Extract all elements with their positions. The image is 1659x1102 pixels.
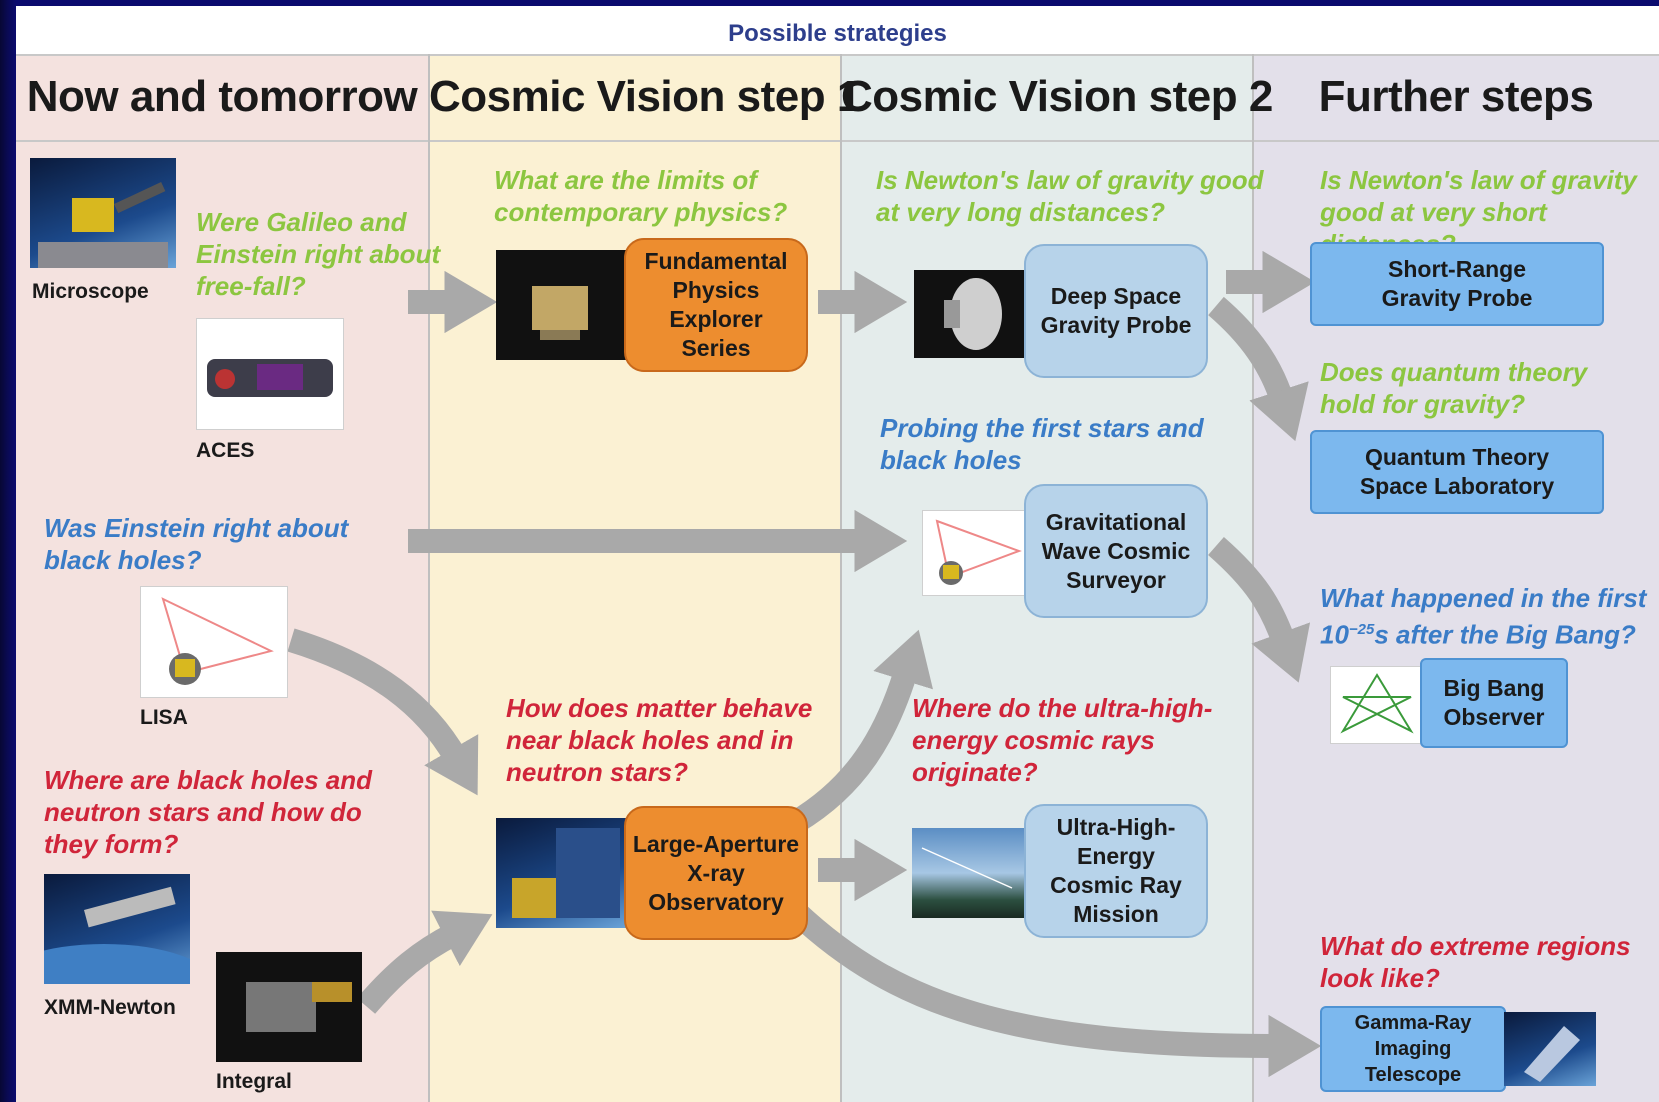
laxo-image (496, 818, 626, 928)
antenna-dish-icon (944, 278, 1002, 350)
arrow-dsgp-to-qtsl (1208, 296, 1309, 442)
satellite-icon (532, 286, 588, 340)
satellite-icon (38, 182, 168, 268)
column-header-further: Further steps (1318, 72, 1594, 121)
arrow-integral-to-laxo (356, 910, 493, 1014)
diagram-panel: Possible strategies Now and tomorrow Cos… (16, 6, 1659, 1102)
arrow-lisa-to-laxo (287, 628, 479, 796)
arrow-laxo-to-gwcs (789, 629, 933, 833)
column-header-cv1: Cosmic Vision step 1 (429, 72, 861, 121)
column-further (1253, 54, 1659, 1102)
lisa-image (140, 586, 288, 698)
sky-icon (921, 847, 1013, 889)
arrow-gwcs-to-bbo (1208, 536, 1311, 683)
aces-label: ACES (196, 439, 255, 462)
question-big-bang: What happened in the first 10−25s after … (1320, 583, 1647, 650)
grit-image (1504, 1012, 1596, 1086)
header-band (16, 54, 1659, 142)
arrow-laxo-to-grit (787, 903, 1322, 1078)
microscope-label: Microscope (32, 280, 149, 303)
telescope-icon (44, 886, 190, 984)
constellation-star-icon (1340, 673, 1414, 734)
flow-arrows (287, 250, 1322, 1078)
solar-panel-icon (512, 828, 620, 918)
integral-image (216, 952, 362, 1062)
lisa-constellation-icon (935, 519, 1022, 585)
lisa-label: LISA (140, 706, 188, 729)
satellite-icon (246, 982, 352, 1032)
column-divider (840, 54, 842, 1102)
microscope-image (30, 158, 176, 268)
integral-label: Integral (216, 1070, 292, 1093)
xmm-newton-label: XMM-Newton (44, 996, 176, 1019)
instrument-icon (207, 359, 333, 397)
fpe-image (496, 250, 626, 360)
aces-image (196, 318, 344, 430)
column-header-now: Now and tomorrow (26, 72, 418, 121)
xmm-newton-image (44, 874, 190, 984)
dsgp-image (914, 270, 1026, 358)
question-cosmic-rays-origin: Where do the ultra-high-energy cosmic ra… (912, 693, 1213, 787)
telescope-icon (1524, 1026, 1580, 1082)
uhecr-image (912, 828, 1026, 918)
lisa-constellation-icon (161, 597, 274, 685)
bbo-image (1330, 666, 1424, 744)
gwcs-image (922, 510, 1028, 596)
diagram-title: Possible strategies (728, 20, 947, 47)
column-header-cv2: Cosmic Vision step 2 (841, 72, 1273, 121)
column-divider (428, 54, 430, 1102)
